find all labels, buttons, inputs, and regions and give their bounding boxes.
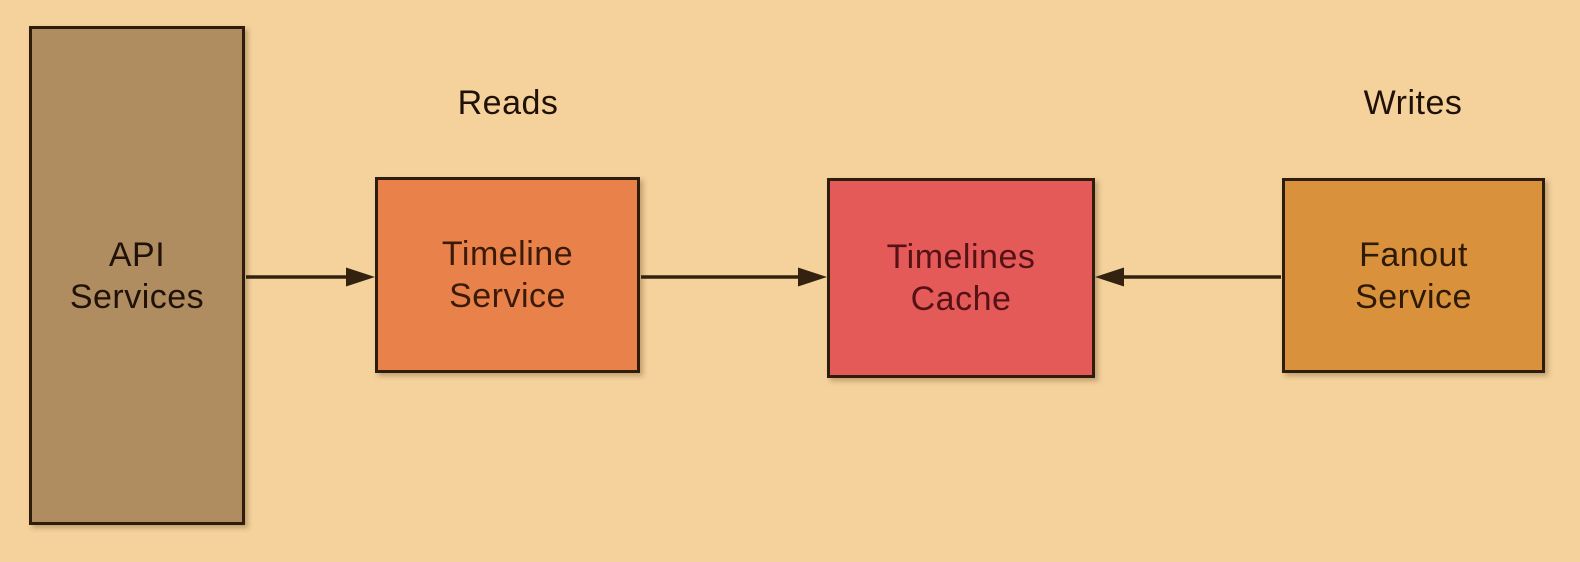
timelines-cache-label: Timelines Cache — [886, 238, 1036, 318]
reads-label: Reads — [457, 84, 559, 122]
arrow-fanout-to-cache — [1095, 267, 1281, 287]
arrow-timeline-to-cache — [641, 267, 827, 287]
timeline-service-label: Timeline Service — [441, 235, 574, 315]
timeline-service-node: Timeline Service — [375, 177, 640, 373]
arrow-api-to-timeline — [246, 267, 375, 287]
api-services-node: API Services — [29, 26, 245, 525]
fanout-service-node: Fanout Service — [1282, 178, 1545, 373]
timelines-cache-node: Timelines Cache — [827, 178, 1095, 378]
fanout-service-label: Fanout Service — [1355, 235, 1472, 316]
api-services-label: API Services — [69, 235, 205, 316]
writes-label: Writes — [1363, 84, 1463, 122]
